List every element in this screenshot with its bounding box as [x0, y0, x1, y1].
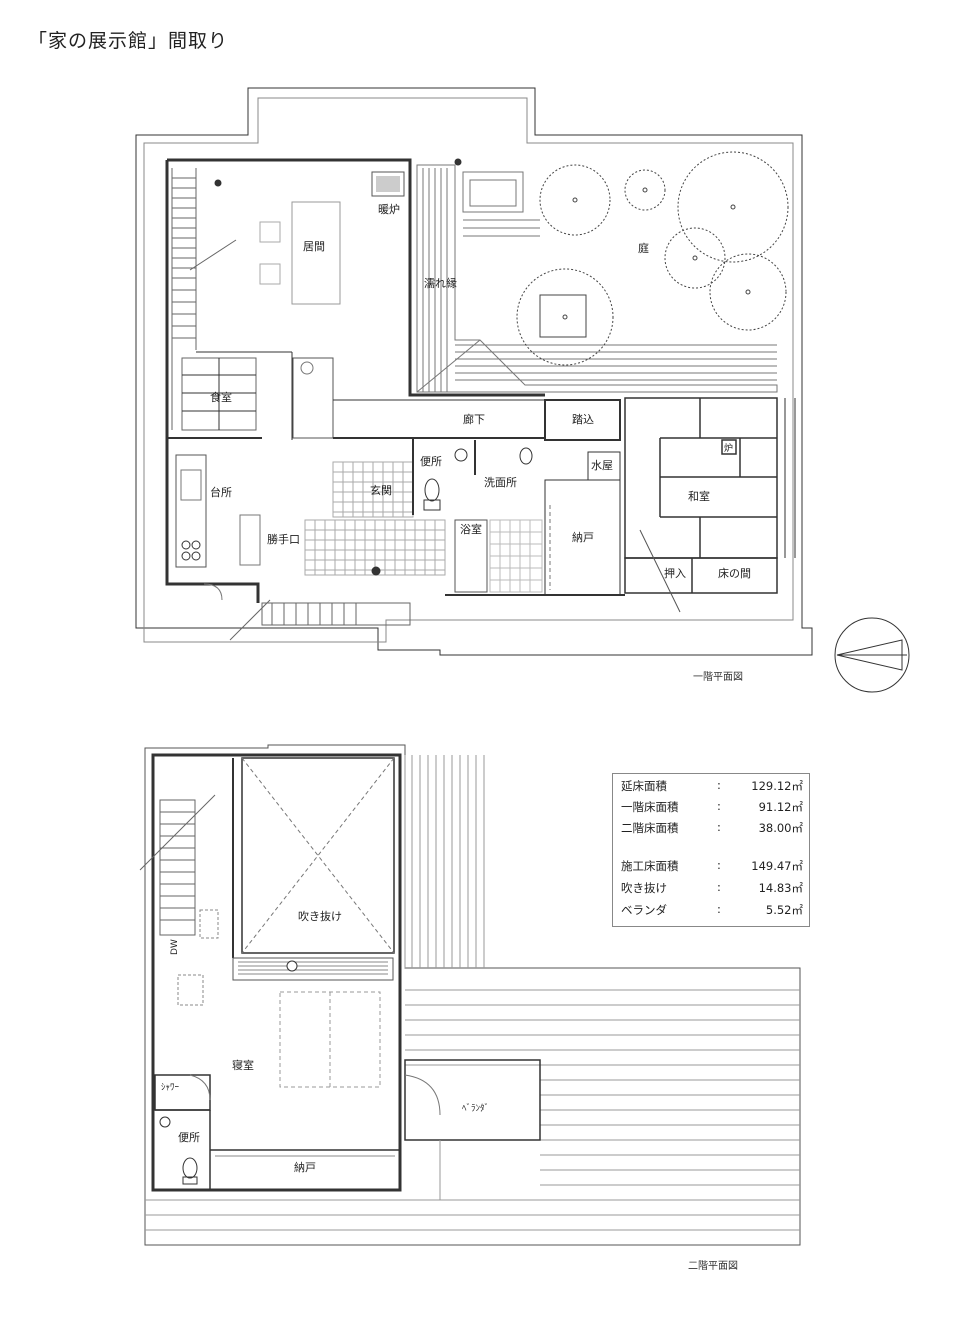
room-toilet-1f: 便所 [420, 455, 442, 468]
site-boundary [135, 87, 813, 656]
area-row: 一階床面積:91.12㎡ [621, 799, 803, 814]
area-row: 吹き抜け:14.83㎡ [621, 880, 803, 895]
room-garden: 庭 [638, 241, 649, 255]
room-washitsu: 和室 [688, 489, 710, 503]
room-fumikomi: 踏込 [572, 412, 594, 426]
area-row: ベランダ:5.52㎡ [621, 902, 803, 917]
floor2-caption: 二階平面図 [688, 1261, 738, 1272]
room-nando-2f: 納戸 [294, 1161, 316, 1174]
room-washroom: 洗面所 [484, 476, 517, 489]
room-kitchen: 台所 [210, 485, 232, 499]
room-balcony: ﾍﾞﾗﾝﾀﾞ [462, 1103, 489, 1114]
area-row: 施工床面積:149.47㎡ [621, 858, 803, 873]
room-tokonoma: 床の間 [718, 566, 751, 580]
room-nando-1f: 納戸 [572, 531, 594, 544]
room-hearth: 炉 [724, 442, 733, 454]
room-dining: 食室 [210, 390, 232, 404]
room-veranda: 濡れ縁 [424, 276, 457, 290]
room-corridor: 廊下 [463, 412, 485, 426]
room-katteguchi: 勝手口 [267, 532, 300, 546]
room-bedroom: 寝室 [232, 1058, 254, 1072]
room-void: 吹き抜け [298, 909, 342, 923]
room-fireplace: 暖炉 [378, 203, 400, 216]
north-arrow-icon [834, 617, 910, 693]
area-table: 延床面積:129.12㎡ 一階床面積:91.12㎡ 二階床面積:38.00㎡ 施… [612, 773, 810, 927]
area-row: 延床面積:129.12㎡ [621, 778, 803, 793]
room-shower: ｼｬﾜｰ [161, 1083, 180, 1093]
area-row: 二階床面積:38.00㎡ [621, 820, 803, 835]
room-mizuya: 水屋 [591, 459, 613, 472]
floor1-caption: 一階平面図 [693, 672, 743, 683]
room-entrance: 玄関 [370, 483, 392, 497]
room-oshiire: 押入 [664, 566, 686, 580]
floor2-plan [139, 744, 801, 1246]
room-bath: 浴室 [460, 522, 482, 536]
dw-label: DW [170, 939, 180, 955]
room-living: 居間 [303, 240, 325, 253]
page-title: 「家の展示館」間取り [28, 30, 229, 52]
floor1-plan [135, 87, 910, 693]
room-toilet-2f: 便所 [178, 1131, 200, 1144]
